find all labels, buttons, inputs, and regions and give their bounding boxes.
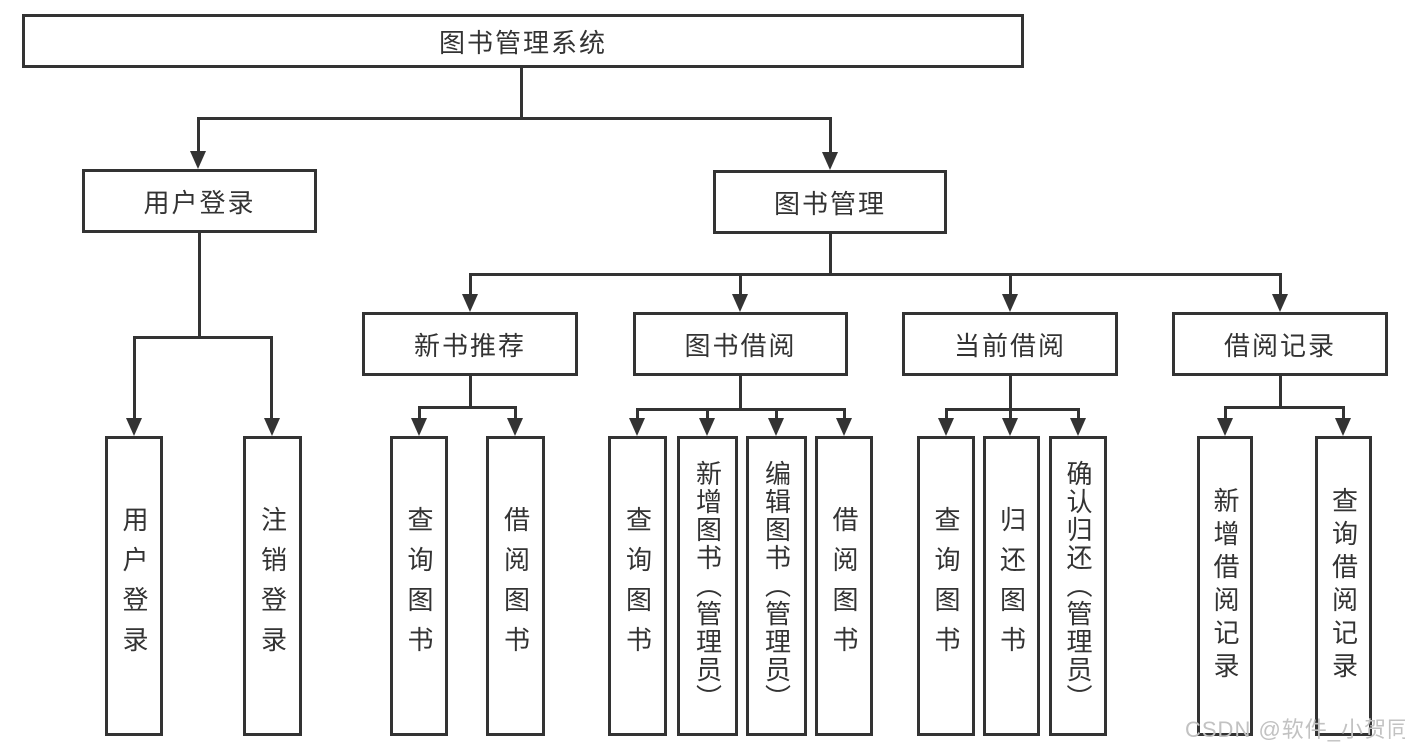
connector-line [706,408,709,420]
connector-line [775,408,778,420]
connector-line [418,406,421,420]
node-leaf-logout: 注销登录 [243,436,302,736]
connector-line [636,408,846,411]
connector-line [1009,273,1012,296]
arrowhead-down-icon [732,294,748,312]
node-label: 查询图书 [931,506,961,666]
connector-line [1279,376,1282,406]
arrowhead-down-icon [822,152,838,170]
node-leaf-recommend-borrow-book: 借阅图书 [486,436,545,736]
arrowhead-down-icon [507,418,523,436]
node-leaf-confirm-return-admin: 确认归还（管理员） [1049,436,1107,736]
connector-line [133,336,273,339]
node-book-borrowing: 图书借阅 [633,312,848,376]
connector-line [1009,408,1012,420]
node-label: 新增借阅记录 [1210,487,1240,685]
connector-line [197,117,200,153]
node-leaf-recommend-query-book: 查询图书 [390,436,448,736]
arrowhead-down-icon [1272,294,1288,312]
arrowhead-down-icon [836,418,852,436]
node-book-management-branch: 图书管理 [713,170,947,234]
arrowhead-down-icon [629,418,645,436]
node-leaf-add-book-admin: 新增图书（管理员） [677,436,738,736]
node-leaf-return-book: 归还图书 [983,436,1040,736]
connector-line [1077,408,1080,420]
connector-line [1224,406,1345,409]
arrowhead-down-icon [462,294,478,312]
connector-line [1342,406,1345,420]
node-leaf-user-login: 用户登录 [105,436,163,736]
node-leaf-query-borrow-record: 查询借阅记录 [1315,436,1372,736]
node-label: 注销登录 [257,506,288,666]
connector-line [1224,406,1227,420]
node-label: 新增图书（管理员） [692,460,723,712]
arrowhead-down-icon [938,418,954,436]
connector-line [829,234,832,273]
connector-line [739,376,742,408]
node-label: 归还图书 [996,506,1027,666]
arrowhead-down-icon [1335,418,1351,436]
connector-line [636,408,639,420]
connector-line [469,273,1282,276]
node-label: 确认归还（管理员） [1063,460,1093,712]
connector-line [739,273,742,296]
connector-line [945,408,1080,411]
connector-line [197,117,832,120]
node-label: 编辑图书（管理员） [761,460,792,712]
connector-line [469,376,472,406]
csdn-watermark: CSDN @软件_小贺同学 [1185,717,1405,742]
connector-line [418,406,517,409]
connector-line [945,408,948,420]
node-new-book-recommend: 新书推荐 [362,312,578,376]
arrowhead-down-icon [1002,294,1018,312]
node-label: 查询图书 [404,506,434,666]
arrowhead-down-icon [1217,418,1233,436]
connector-line [1279,273,1282,296]
arrowhead-down-icon [264,418,280,436]
connector-line [1009,376,1012,408]
node-leaf-add-borrow-record: 新增借阅记录 [1197,436,1253,736]
arrowhead-down-icon [411,418,427,436]
arrowhead-down-icon [768,418,784,436]
node-leaf-edit-book-admin: 编辑图书（管理员） [746,436,807,736]
arrowhead-down-icon [699,418,715,436]
node-borrowing-records: 借阅记录 [1172,312,1388,376]
node-leaf-current-query-book: 查询图书 [917,436,975,736]
arrowhead-down-icon [190,151,206,169]
node-label: 用户登录 [119,506,149,666]
arrowhead-down-icon [1002,418,1018,436]
connector-line [133,336,136,420]
node-label: 借阅图书 [829,506,859,666]
node-label: 查询借阅记录 [1328,487,1359,685]
node-label: 借阅图书 [500,506,531,666]
arrowhead-down-icon [126,418,142,436]
connector-line [198,233,201,336]
connector-line [270,336,273,420]
node-root-system: 图书管理系统 [22,14,1024,68]
node-current-borrowing: 当前借阅 [902,312,1118,376]
connector-line [829,117,832,153]
node-leaf-borrowing-query-book: 查询图书 [608,436,667,736]
connector-line [843,408,846,420]
connector-line [469,273,472,296]
node-label: 查询图书 [622,506,653,666]
connector-line [520,68,523,117]
arrowhead-down-icon [1070,418,1086,436]
connector-line [514,406,517,420]
node-leaf-borrowing-borrow-book: 借阅图书 [815,436,873,736]
node-user-login-branch: 用户登录 [82,169,317,233]
